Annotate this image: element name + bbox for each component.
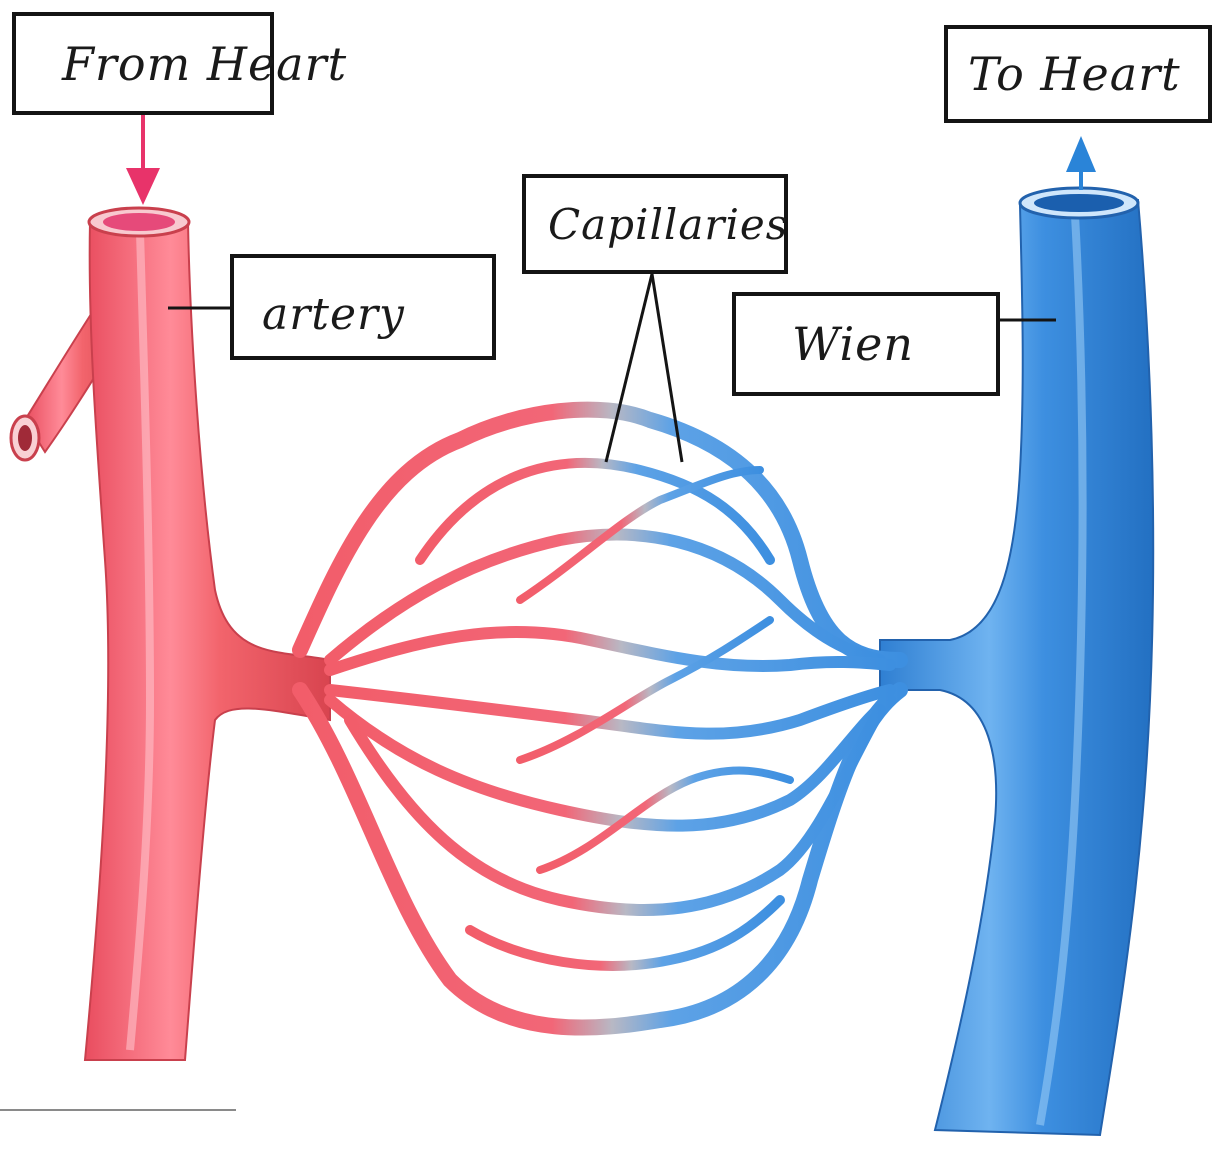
artery-label: artery — [262, 275, 405, 340]
capillary-bed — [300, 410, 900, 1028]
capillary — [330, 632, 890, 670]
to-heart-label: To Heart — [968, 47, 1181, 101]
capillaries-leader-line-1 — [606, 274, 652, 462]
artery-label-box: artery — [230, 254, 496, 360]
arrow-up-icon — [1066, 136, 1096, 190]
capillaries-label-box: Capillaries — [522, 174, 788, 274]
vein-label: Wien — [792, 317, 914, 371]
from-heart-label: From Heart — [62, 37, 347, 91]
to-heart-label-box: To Heart — [944, 25, 1212, 123]
from-heart-label-box: From Heart — [12, 12, 274, 115]
vein-label-box: Wien — [732, 292, 1000, 396]
capillary — [350, 710, 880, 910]
capillaries-label: Capillaries — [548, 200, 788, 249]
capillary — [520, 620, 770, 760]
arrow-down-icon — [126, 115, 160, 205]
